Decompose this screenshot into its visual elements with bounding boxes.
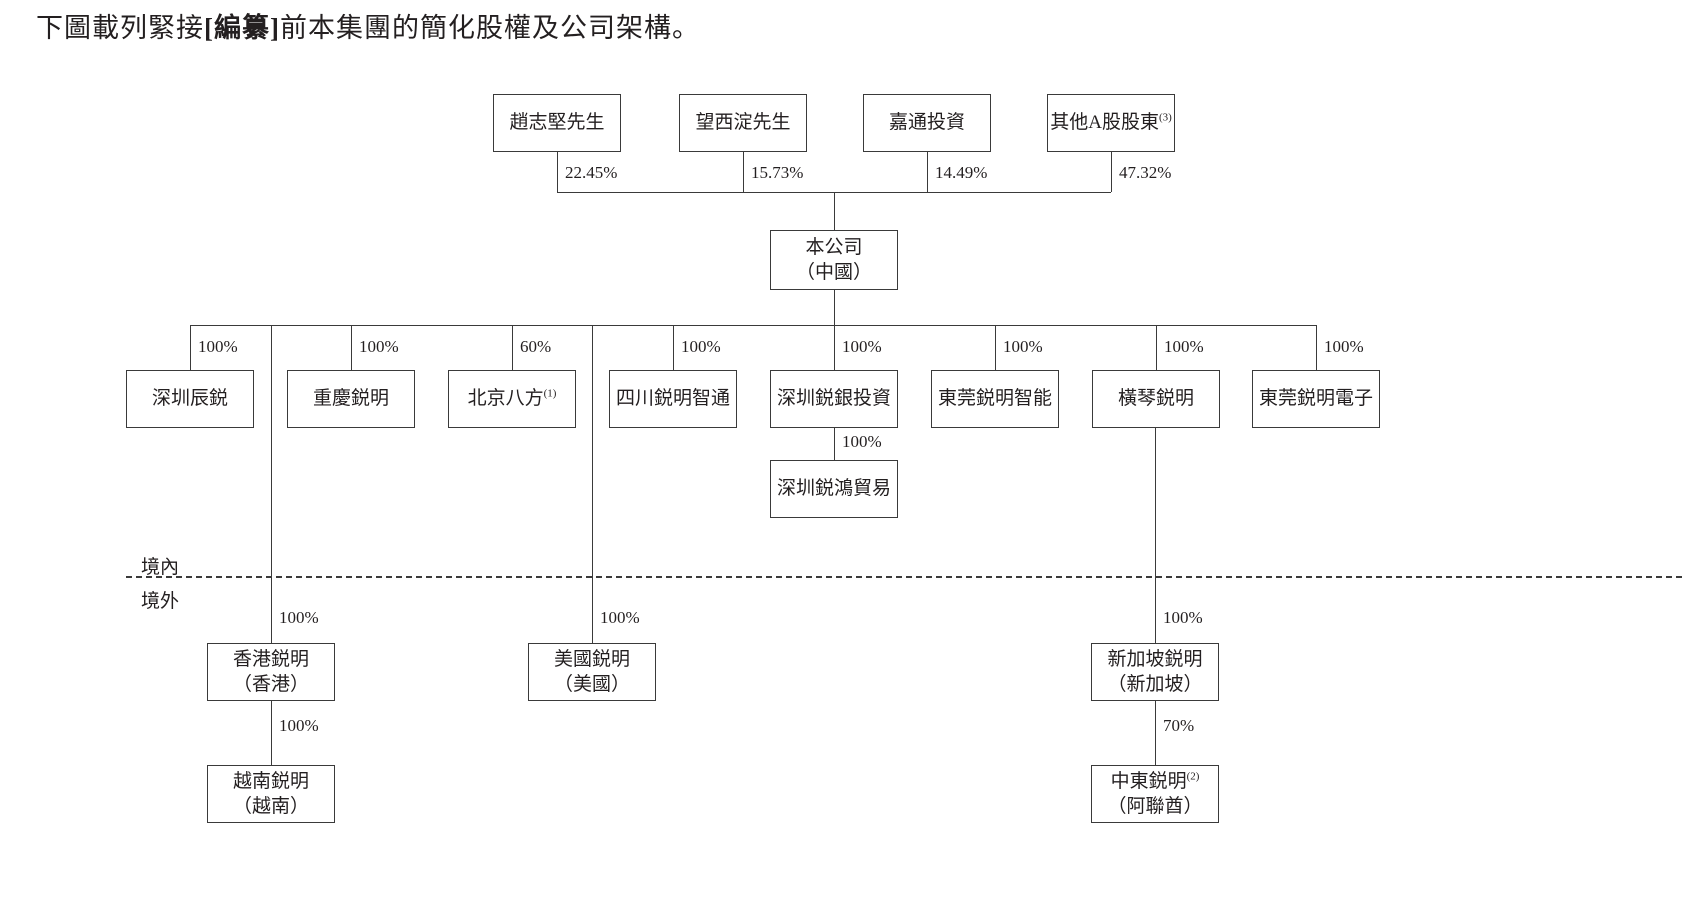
subsidiary-label: 北京八方(1)	[467, 388, 557, 410]
percentage-chongqing-ruiming: 100%	[359, 337, 399, 356]
percentage-wang: 15.73%	[751, 163, 804, 182]
footnote-marker-3: (3)	[1158, 112, 1172, 125]
percentage-vietnam-ruiming: 100%	[279, 716, 319, 735]
connector-shareholder-other	[1111, 152, 1112, 192]
connector-sub-hengqin-ruiming	[1156, 325, 1157, 370]
subsidiary-label: 東莞鋭明智能	[937, 388, 1052, 410]
connector-sub-shenzhen-chenrui	[190, 325, 191, 370]
percentage-jiatong: 14.49%	[935, 163, 988, 182]
company-box: 本公司 （中國）	[770, 230, 898, 290]
percentage-shenzhen-ruihong: 100%	[842, 432, 882, 451]
offshore-label: 新加坡鋭明	[1107, 648, 1203, 670]
heading-suffix: 前本集團的簡化股權及公司架構。	[279, 13, 700, 43]
offshore-label: 美國鋭明	[553, 648, 630, 670]
percentage-zhao: 22.45%	[565, 163, 618, 182]
subsidiary-box-sichuan-ruiming-zhitong: 四川鋭明智通	[609, 370, 737, 428]
subsidiary-label: 重慶鋭明	[312, 388, 389, 410]
offshore-box-middleeast-ruiming: 中東鋭明(2) （阿聯酋）	[1091, 765, 1219, 823]
shareholder-label: 趙志堅先生	[509, 112, 605, 134]
footnote-marker-2: (2)	[1186, 770, 1200, 783]
percentage-usa-ruiming: 100%	[600, 608, 640, 627]
subsidiary-label: 四川鋭明智通	[615, 388, 730, 410]
offshore-box-vietnam-ruiming: 越南鋭明 （越南）	[207, 765, 335, 823]
subsidiary-label: 深圳辰鋭	[151, 388, 228, 410]
offshore-box-singapore-ruiming: 新加坡鋭明 （新加坡）	[1091, 643, 1219, 701]
company-name: 本公司	[805, 236, 863, 258]
percentage-sichuan-ruiming-zhitong: 100%	[681, 337, 721, 356]
heading-prefix: 下圖載列緊接	[36, 13, 204, 43]
percentage-singapore-ruiming: 100%	[1163, 608, 1203, 627]
shareholder-box-wang: 望西淀先生	[679, 94, 807, 152]
subsidiary-box-hengqin-ruiming: 橫琴鋭明	[1092, 370, 1220, 428]
percentage-dongguan-ruiming-zhineng: 100%	[1003, 337, 1043, 356]
shareholder-box-other-a-shares: 其他A股股東(3)	[1047, 94, 1175, 152]
subsidiary-label: 東莞鋭明電子	[1258, 388, 1373, 410]
offshore-jurisdiction: （阿聯酋）	[1107, 796, 1203, 817]
connector-sub-sichuan-ruiming-zhitong	[673, 325, 674, 370]
connector-shareholder-zhao	[557, 152, 558, 192]
shareholder-label: 嘉通投資	[888, 112, 965, 134]
subsidiary-box-shenzhen-chenrui: 深圳辰鋭	[126, 370, 254, 428]
subsidiary-label: 深圳鋭鴻貿易	[776, 478, 891, 500]
offshore-label: 香港鋭明	[232, 648, 309, 670]
subsidiary-box-dongguan-ruiming-dianzi: 東莞鋭明電子	[1252, 370, 1380, 428]
shareholder-box-zhao: 趙志堅先生	[493, 94, 621, 152]
offshore-jurisdiction: （美國）	[553, 674, 630, 695]
percentage-shenzhen-ruiyin: 100%	[842, 337, 882, 356]
footnote-marker-1: (1)	[543, 388, 557, 401]
connector-shareholder-wang	[743, 152, 744, 192]
connector-shenzhen-ruihong	[834, 428, 835, 460]
percentage-middleeast-ruiming: 70%	[1163, 716, 1195, 735]
connector-company-to-subsidiary-bus	[834, 290, 835, 325]
percentage-hengqin-ruiming: 100%	[1164, 337, 1204, 356]
zone-label-offshore: 境外	[141, 591, 180, 612]
connector-sub-chongqing-ruiming	[351, 325, 352, 370]
company-jurisdiction: （中國）	[795, 262, 872, 283]
subsidiary-box-chongqing-ruiming: 重慶鋭明	[287, 370, 415, 428]
connector-subsidiary-bus	[190, 325, 1316, 326]
subsidiary-box-beijing-bafang: 北京八方(1)	[448, 370, 576, 428]
percentage-beijing-bafang: 60%	[520, 337, 552, 356]
page-title: 下圖載列緊接[編纂]前本集團的簡化股權及公司架構。	[36, 10, 700, 48]
connector-middleeast-ruiming	[1155, 701, 1156, 765]
offshore-jurisdiction: （香港）	[232, 674, 309, 695]
offshore-label: 中東鋭明(2)	[1110, 770, 1200, 792]
offshore-jurisdiction: （新加坡）	[1107, 674, 1203, 695]
connector-bus-to-company	[834, 192, 835, 230]
subsidiary-label: 橫琴鋭明	[1117, 388, 1194, 410]
connector-sub-dongguan-ruiming-dianzi	[1316, 325, 1317, 370]
connector-shareholder-jiatong	[927, 152, 928, 192]
subsidiary-box-shenzhen-ruihong: 深圳鋭鴻貿易	[770, 460, 898, 518]
connector-sub-dongguan-ruiming-zhineng	[995, 325, 996, 370]
connector-usa-ruiming-drop	[592, 325, 593, 643]
connector-hongkong-ruiming-drop	[271, 325, 272, 643]
offshore-box-hongkong-ruiming: 香港鋭明 （香港）	[207, 643, 335, 701]
percentage-other-a-shares: 47.32%	[1119, 163, 1172, 182]
connector-sub-shenzhen-ruiyin	[834, 325, 835, 370]
subsidiary-box-shenzhen-ruiyin: 深圳鋭銀投資	[770, 370, 898, 428]
percentage-shenzhen-chenrui: 100%	[198, 337, 238, 356]
shareholder-label: 其他A股股東(3)	[1050, 112, 1172, 134]
offshore-jurisdiction: （越南）	[232, 796, 309, 817]
percentage-hongkong-ruiming: 100%	[279, 608, 319, 627]
percentage-dongguan-ruiming-dianzi: 100%	[1324, 337, 1364, 356]
connector-sub-beijing-bafang	[512, 325, 513, 370]
zone-label-onshore: 境內	[141, 557, 180, 578]
subsidiary-label: 深圳鋭銀投資	[776, 388, 891, 410]
onshore-offshore-divider	[126, 576, 1682, 578]
connector-vietnam-ruiming	[271, 701, 272, 765]
subsidiary-box-dongguan-ruiming-zhineng: 東莞鋭明智能	[931, 370, 1059, 428]
connector-singapore-ruiming-drop	[1155, 428, 1156, 643]
offshore-label: 越南鋭明	[232, 770, 309, 792]
shareholder-box-jiatong: 嘉通投資	[863, 94, 991, 152]
offshore-box-usa-ruiming: 美國鋭明 （美國）	[528, 643, 656, 701]
shareholder-label: 望西淀先生	[695, 112, 791, 134]
heading-bold-token: [編纂]	[204, 13, 280, 43]
